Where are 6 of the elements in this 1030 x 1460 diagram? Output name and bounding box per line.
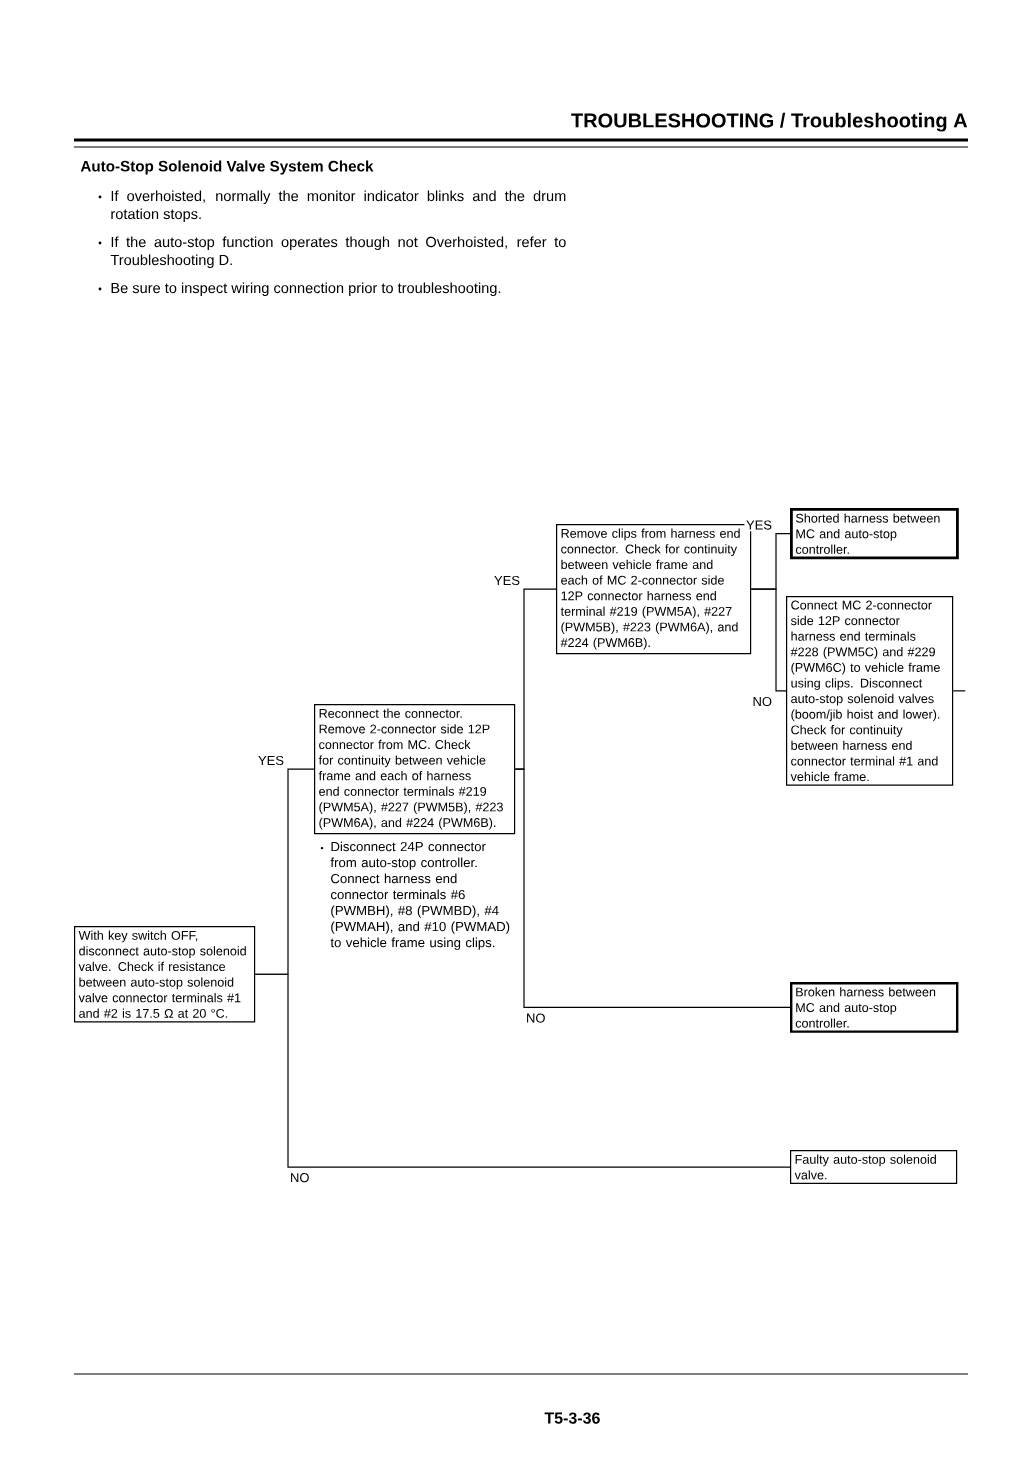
connector-line	[750, 588, 787, 692]
connector-line	[952, 690, 966, 692]
connector-line	[254, 973, 791, 1168]
page-number: T5-3-36	[544, 1412, 600, 1424]
page-title: TROUBLESHOOTING / Troubleshooting A	[571, 112, 968, 132]
connector-line	[514, 768, 791, 1009]
